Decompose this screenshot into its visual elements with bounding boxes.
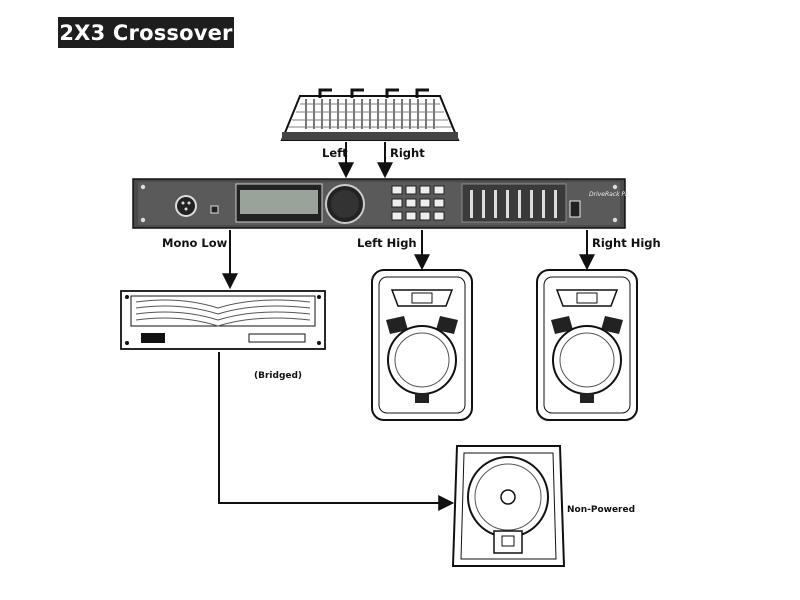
crossover-brand-text: DriveRack PA — [589, 191, 629, 198]
subwoofer — [451, 445, 566, 567]
crossover-rack-unit: DriveRack PA — [132, 178, 629, 229]
mixing-console — [280, 88, 460, 141]
right-label: Right — [390, 146, 425, 160]
power-amplifier — [120, 290, 326, 350]
left-high-speaker — [371, 269, 473, 421]
left-high-label: Left High — [357, 236, 417, 250]
subwoofer-feed-arrow — [218, 352, 455, 511]
left-label: Left — [322, 146, 348, 160]
mono-low-label: Mono Low — [162, 236, 228, 250]
diagram-title: 2X3 Crossover — [58, 17, 234, 48]
right-high-speaker — [536, 269, 638, 421]
bridged-label: (Bridged) — [254, 371, 303, 381]
signal-connections — [218, 142, 595, 511]
non-powered-label: Non-Powered — [567, 505, 636, 515]
right-high-label: Right High — [592, 236, 661, 250]
